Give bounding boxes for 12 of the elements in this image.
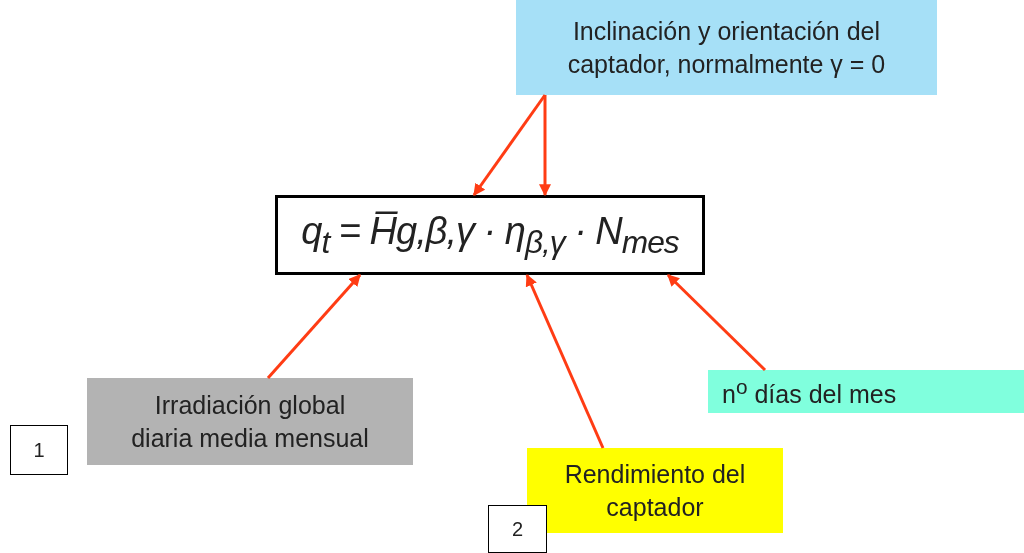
arrow: [266, 274, 362, 379]
note-box: Irradiación global diaria media mensual: [87, 378, 413, 465]
formula-box: q$_{t}$ = H̅g,β,γ · η$_{β,γ}$ · N$_{mes}$: [275, 195, 705, 275]
arrow: [472, 94, 547, 196]
note-box: Rendimiento del captador: [527, 448, 783, 533]
arrow: [525, 273, 605, 449]
note-box: Inclinación y orientación del captador, normalmente γ = 0: [516, 0, 937, 95]
arrow: [666, 273, 767, 372]
arrow: [539, 95, 551, 197]
number-box: 2: [488, 505, 547, 553]
number-box: 1: [10, 425, 68, 475]
note-box: n$^{o}$ días del mes: [708, 370, 1024, 413]
